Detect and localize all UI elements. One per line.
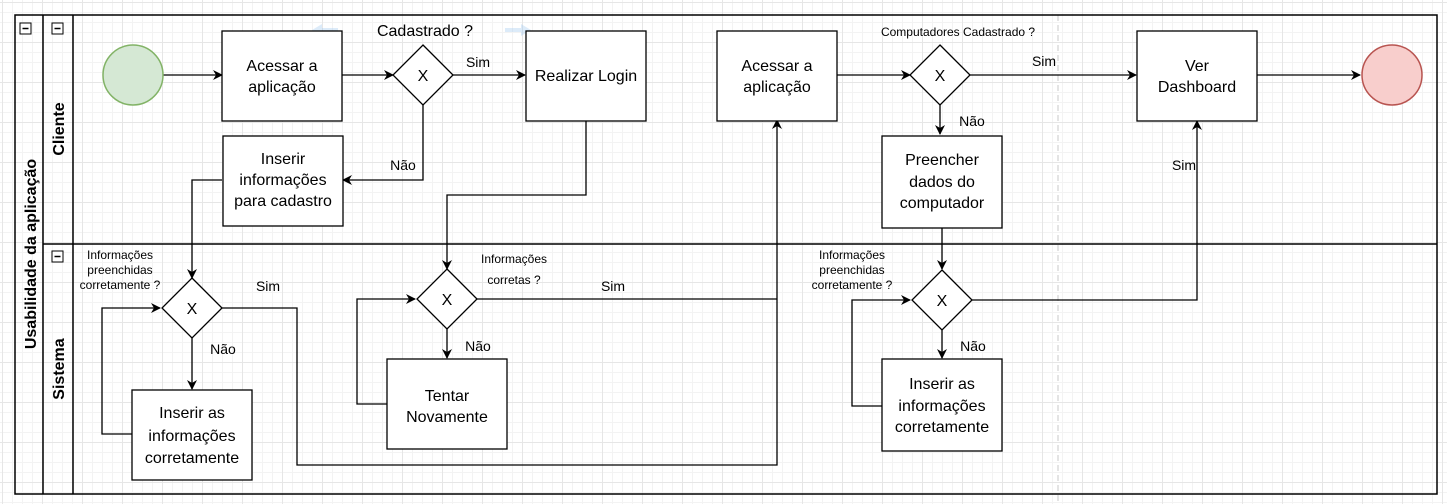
task-label-line: informações bbox=[898, 398, 985, 415]
task-label-line: Inserir as bbox=[159, 405, 225, 422]
task-label-line: Acessar a bbox=[246, 58, 317, 75]
edge-label-nao: Não bbox=[960, 338, 986, 354]
edge-label-sim: Sim bbox=[466, 54, 490, 70]
task-label-line: corretamente bbox=[145, 450, 239, 467]
gateway-computadores-cadastrado[interactable]: X bbox=[909, 44, 971, 106]
task-ver-dashboard[interactable]: Ver Dashboard bbox=[1136, 30, 1258, 122]
task-label-line: informações bbox=[239, 172, 326, 189]
lane-cliente-collapse-toggle[interactable] bbox=[51, 22, 64, 35]
question-info-preenchidas-1-line: preenchidas bbox=[87, 263, 152, 277]
task-label-line: Ver bbox=[1185, 58, 1210, 75]
question-info-preenchidas-1-line: Informações bbox=[87, 248, 153, 262]
pool-frame bbox=[14, 14, 1438, 495]
task-label-line: Inserir as bbox=[909, 376, 975, 393]
gateway-x-symbol: X bbox=[937, 293, 948, 310]
task-label-line: para cadastro bbox=[234, 193, 332, 210]
pool-collapse-toggle[interactable] bbox=[19, 22, 32, 35]
task-label-line: Tentar bbox=[425, 388, 470, 405]
task-label-line: Inserir bbox=[261, 151, 306, 168]
gateway-x-symbol: X bbox=[418, 68, 429, 85]
task-realizar-login[interactable]: Realizar Login bbox=[525, 30, 647, 122]
question-info-preenchidas-2-line: Informações bbox=[819, 248, 885, 262]
task-label-line: Dashboard bbox=[1158, 79, 1236, 96]
task-label-line: Acessar a bbox=[741, 58, 812, 75]
task-acessar-aplicacao-1[interactable]: Acessar a aplicação bbox=[221, 30, 343, 122]
lane-title-sistema: Sistema bbox=[51, 338, 68, 399]
end-event[interactable] bbox=[1361, 44, 1423, 106]
task-label-line: aplicação bbox=[248, 79, 316, 96]
start-event[interactable] bbox=[102, 44, 164, 106]
lane-sistema-collapse-toggle[interactable] bbox=[51, 250, 64, 263]
question-info-preenchidas-2-line: preenchidas bbox=[819, 263, 884, 277]
question-info-preenchidas-1-line: corretamente ? bbox=[80, 278, 161, 292]
edge-label-sim: Sim bbox=[1032, 53, 1056, 69]
question-info-corretas-line: corretas ? bbox=[487, 273, 541, 287]
pool-title: Usabilidade da aplicação bbox=[23, 159, 40, 350]
task-acessar-aplicacao-2[interactable]: Acessar a aplicação bbox=[716, 30, 838, 122]
lane-title-cliente: Cliente bbox=[51, 102, 68, 155]
task-tentar-novamente[interactable]: Tentar Novamente bbox=[386, 358, 508, 450]
edge-label-sim: Sim bbox=[601, 278, 625, 294]
task-inserir-informacoes-cadastro[interactable]: Inserir informações para cadastro bbox=[222, 135, 344, 227]
edge-label-nao: Não bbox=[390, 157, 416, 173]
question-cadastrado: Cadastrado ? bbox=[377, 23, 473, 40]
gateway-x-symbol: X bbox=[187, 301, 198, 318]
question-computadores-cadastrado: Computadores Cadastrado ? bbox=[881, 25, 1035, 39]
task-label-line: Preencher bbox=[905, 152, 979, 169]
task-preencher-dados-computador[interactable]: Preencher dados do computador bbox=[881, 135, 1003, 229]
task-label-line: aplicação bbox=[743, 79, 811, 96]
edge-label-nao: Não bbox=[959, 113, 985, 129]
gateway-info-preenchidas-1[interactable]: X bbox=[161, 277, 223, 339]
gateway-cadastrado[interactable]: X bbox=[392, 44, 454, 106]
edge-label-sim: Sim bbox=[256, 278, 280, 294]
task-inserir-informacoes-corretamente-2[interactable]: Inserir as informações corretamente bbox=[881, 358, 1003, 452]
task-label-line: informações bbox=[148, 428, 235, 445]
task-label-line: dados do bbox=[909, 174, 975, 191]
gateway-info-preenchidas-2[interactable]: X bbox=[911, 269, 973, 331]
task-label-line: corretamente bbox=[895, 419, 989, 436]
gateway-info-corretas[interactable]: X bbox=[416, 268, 478, 330]
edge-label-sim: Sim bbox=[1172, 157, 1196, 173]
question-info-preenchidas-2-line: corretamente ? bbox=[812, 278, 893, 292]
gateway-x-symbol: X bbox=[935, 68, 946, 85]
task-label-line: computador bbox=[900, 195, 985, 212]
task-label-line: Novamente bbox=[406, 409, 488, 426]
question-info-corretas-line: Informações bbox=[481, 252, 547, 266]
gateway-x-symbol: X bbox=[442, 292, 453, 309]
edge-label-nao: Não bbox=[465, 338, 491, 354]
edges bbox=[101, 70, 1361, 466]
task-inserir-informacoes-corretamente-1[interactable]: Inserir as informações corretamente bbox=[131, 389, 253, 481]
task-label-line: Realizar Login bbox=[535, 68, 637, 85]
edge-label-nao: Não bbox=[210, 341, 236, 357]
